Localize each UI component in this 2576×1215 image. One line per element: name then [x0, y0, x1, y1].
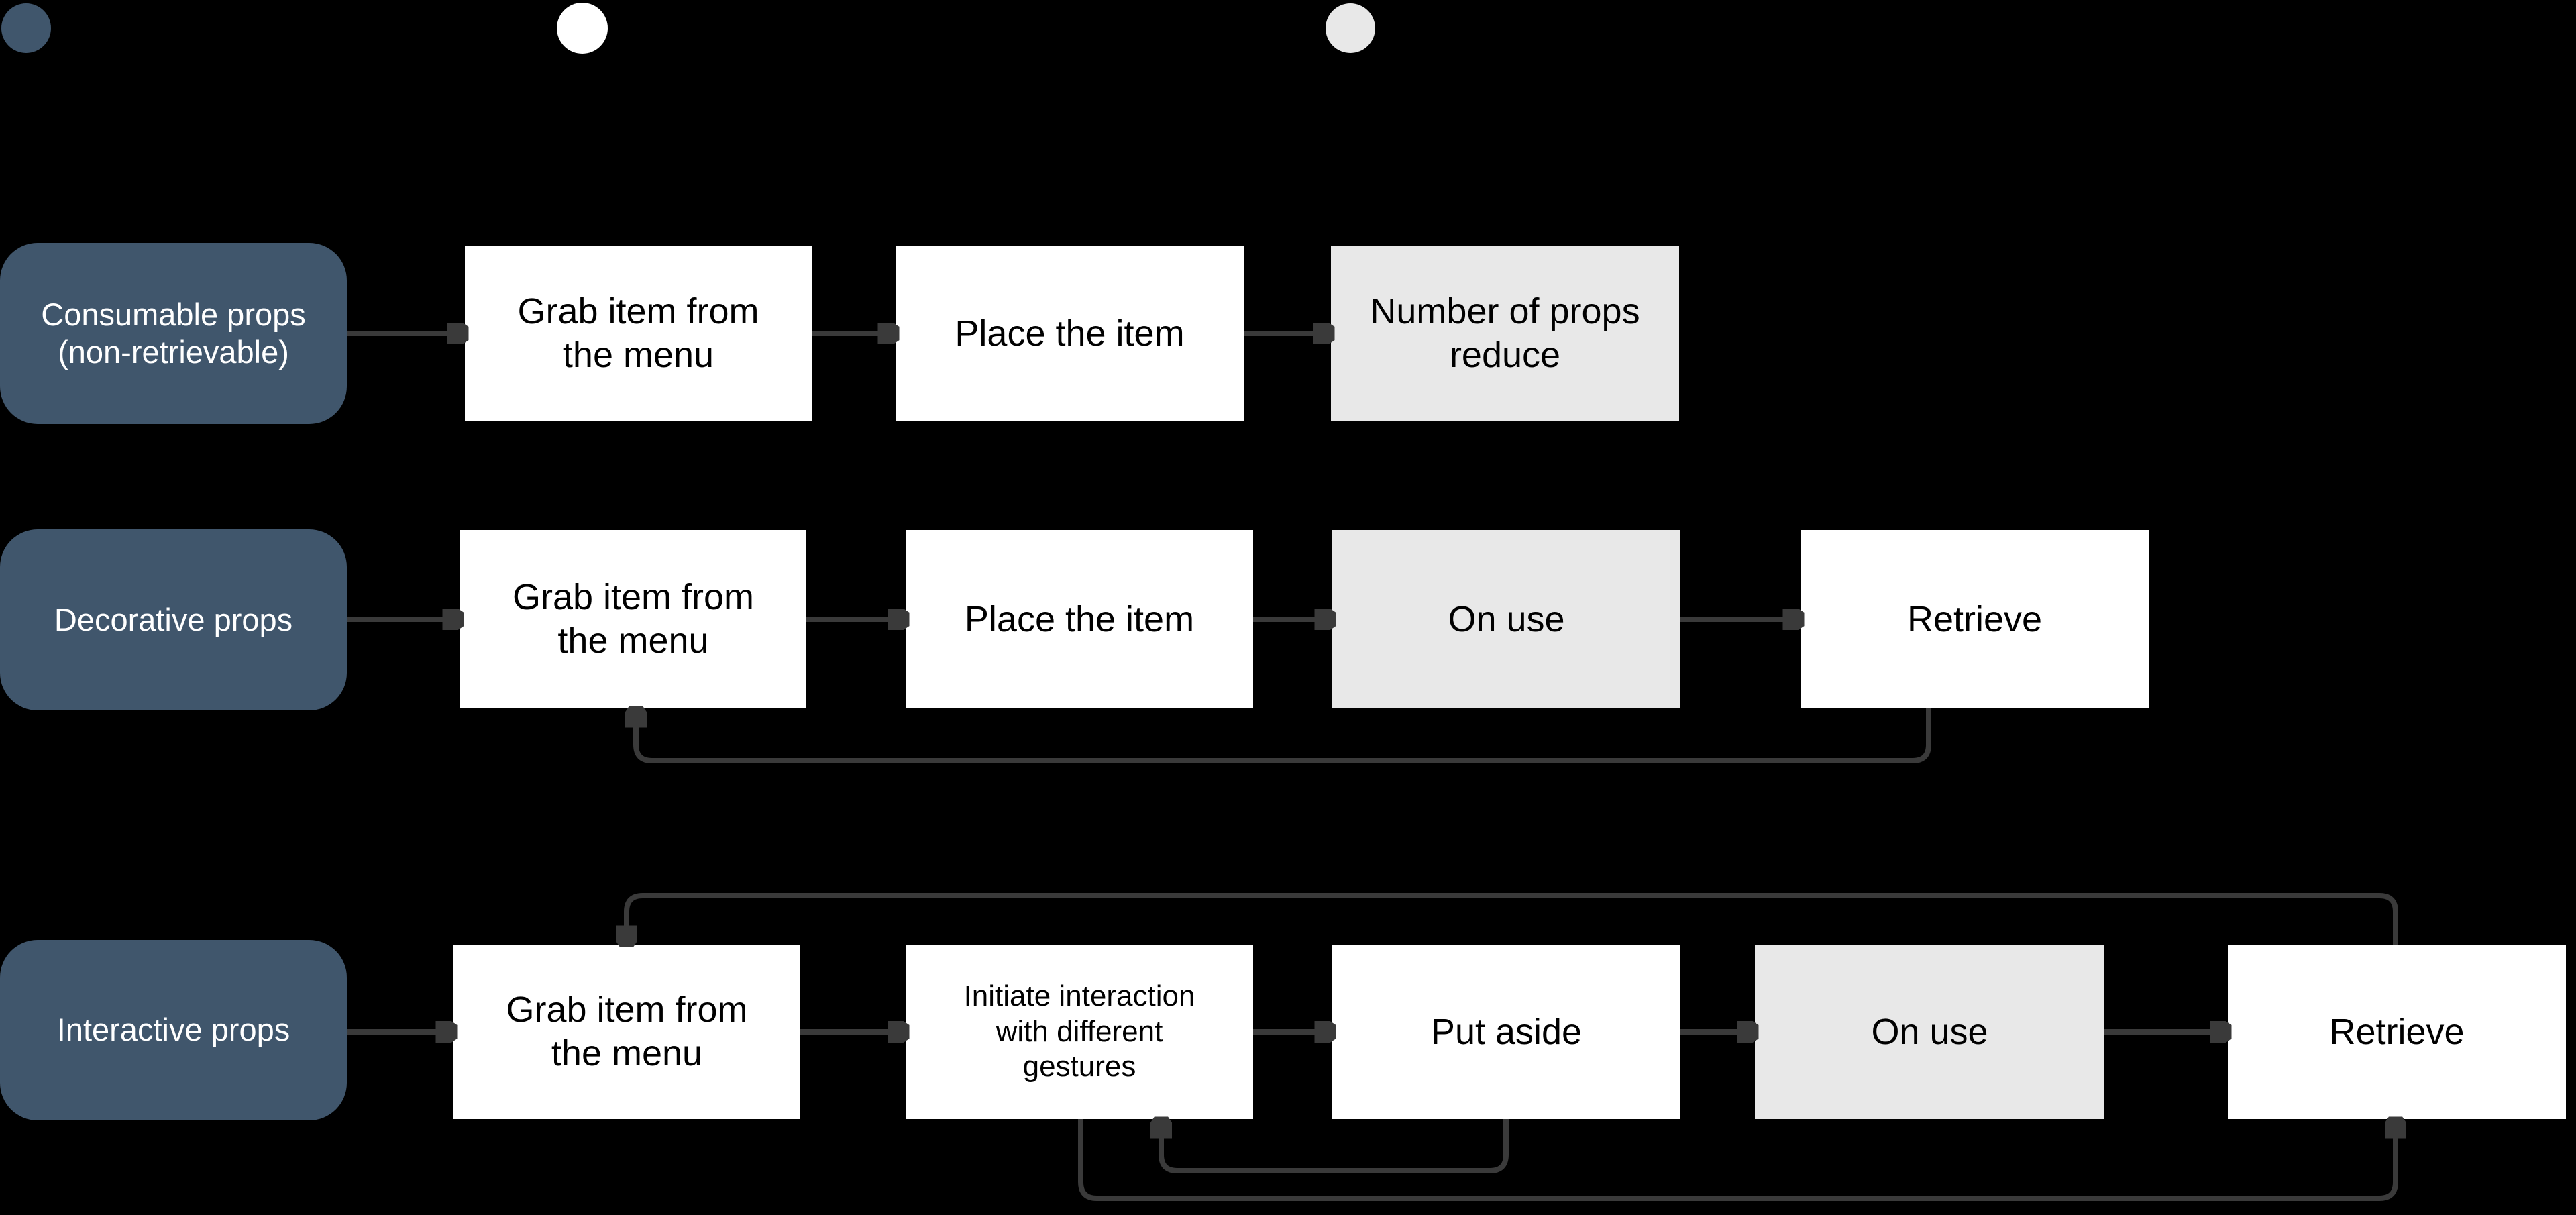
step-initiate-interaction-row3: Initiate interaction with different gest… [906, 945, 1253, 1119]
step-place-item-row1: Place the item [896, 246, 1244, 421]
step-grab-item-row2: Grab item from the menu [460, 530, 806, 708]
legend-category-dot [1, 3, 51, 53]
legend-action-dot [557, 3, 608, 54]
loop-interactive-retrieve-to-grab [627, 893, 2398, 945]
step-props-reduce-row1: Number of props reduce [1331, 246, 1679, 421]
loop-interactive-initiate-to-retrieve [1078, 1119, 2396, 1201]
legend-state-dot [1326, 3, 1375, 53]
category-decorative-props: Decorative props [0, 529, 347, 710]
step-on-use-row3: On use [1755, 945, 2104, 1119]
step-retrieve-row2: Retrieve [1801, 530, 2149, 708]
category-consumable-props: Consumable props (non-retrievable) [0, 243, 347, 424]
loop-decorative-retrieve-to-grab [636, 708, 1931, 763]
step-grab-item-row1: Grab item from the menu [465, 246, 812, 421]
category-interactive-props: Interactive props [0, 940, 347, 1120]
step-put-aside-row3: Put aside [1332, 945, 1680, 1119]
loop-interactive-putaside-to-initiate [1161, 1119, 1509, 1173]
step-grab-item-row3: Grab item from the menu [453, 945, 800, 1119]
step-place-item-row2: Place the item [906, 530, 1253, 708]
step-retrieve-row3: Retrieve [2228, 945, 2566, 1119]
step-on-use-row2: On use [1332, 530, 1680, 708]
